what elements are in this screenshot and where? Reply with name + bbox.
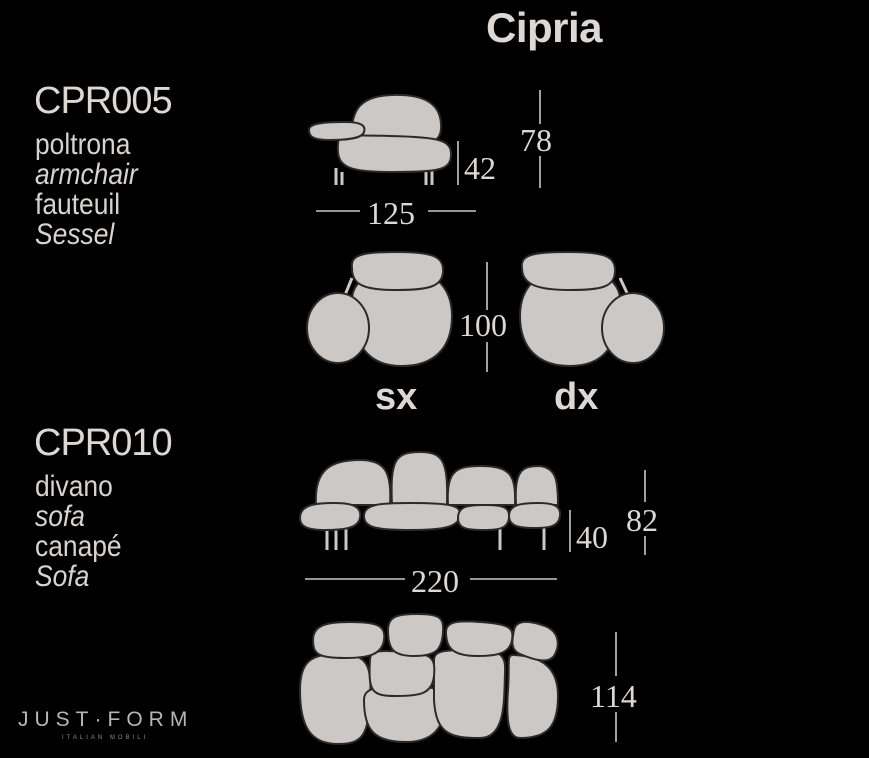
name-english: sofa (35, 500, 85, 533)
product-names-sofa: divano sofa canapé Sofa (35, 472, 122, 592)
sofa-depth: 114 (590, 678, 637, 714)
sofa-width: 220 (411, 563, 459, 599)
sofa-front-view (298, 450, 562, 550)
sofa-seat-height: 40 (576, 519, 608, 555)
armchair-top-view-sx (306, 250, 454, 368)
name-italian: divano (35, 470, 113, 503)
name-french: fauteuil (35, 188, 121, 221)
product-names-armchair: poltrona armchair fauteuil Sessel (35, 130, 138, 250)
name-english: armchair (35, 158, 138, 191)
page-title: Cipria (486, 4, 603, 51)
armchair-width: 125 (367, 195, 415, 231)
armchair-side-view (307, 93, 453, 185)
dimension-lines (305, 90, 646, 742)
armchair-height: 78 (520, 122, 552, 158)
name-german: Sofa (35, 560, 90, 593)
armchair-top-view-dx (518, 250, 665, 368)
brand-logo: JUST·FORM (18, 708, 194, 731)
armchair-seat-height: 42 (464, 150, 496, 186)
name-italian: poltrona (35, 128, 131, 161)
name-german: Sessel (35, 218, 115, 251)
armchair-depth: 100 (459, 307, 507, 343)
sofa-height: 82 (626, 502, 658, 538)
brand-tagline: ITALIAN MOBILI (62, 735, 149, 741)
sofa-top-view (298, 612, 560, 746)
variant-label-dx: dx (554, 376, 599, 418)
product-code-armchair: CPR005 (34, 80, 173, 122)
product-code-sofa: CPR010 (34, 422, 173, 464)
name-french: canapé (35, 530, 122, 563)
variant-label-sx: sx (375, 376, 418, 418)
